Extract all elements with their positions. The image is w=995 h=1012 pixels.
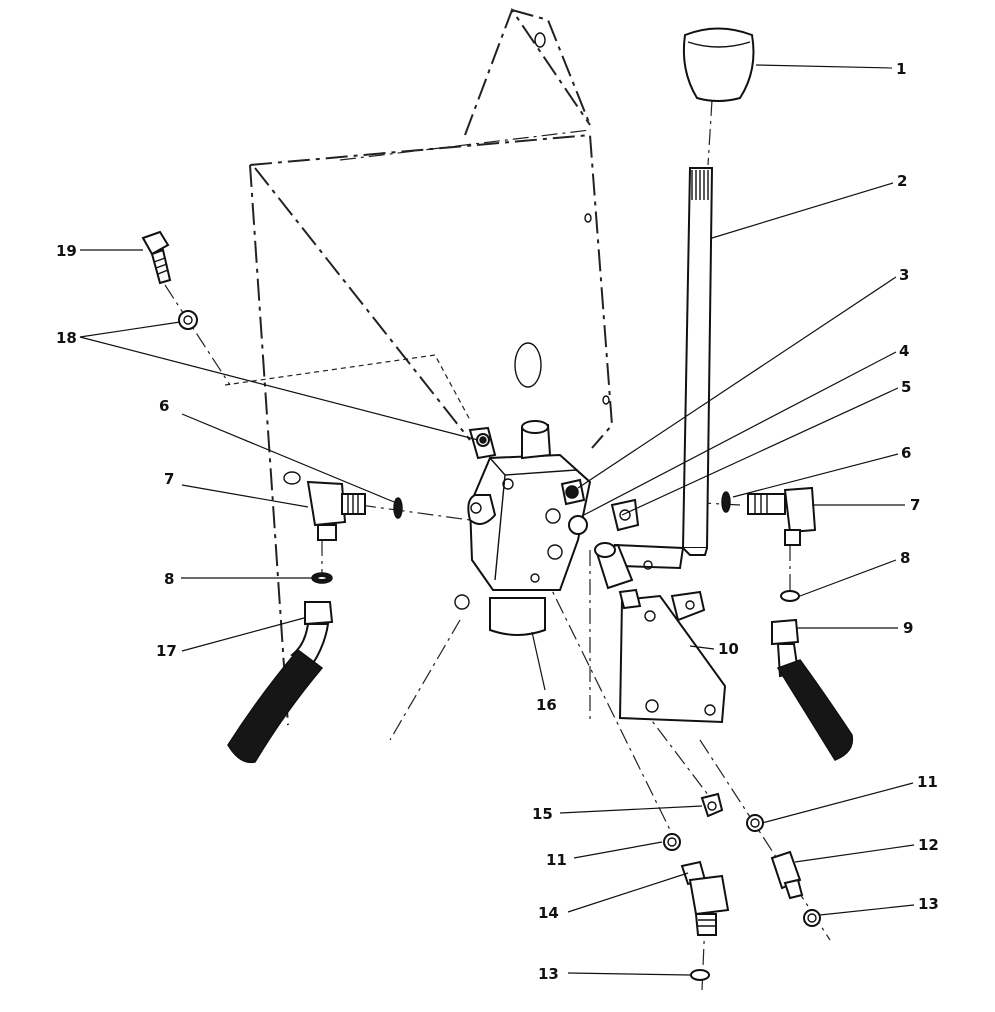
callout-4: 4 xyxy=(899,342,909,360)
callout-6-left: 6 xyxy=(159,397,169,415)
lower-fittings xyxy=(663,792,821,981)
callout-19: 19 xyxy=(56,242,77,260)
callout-2: 2 xyxy=(897,172,907,190)
callout-10: 10 xyxy=(718,640,739,658)
callout-11-right: 11 xyxy=(917,773,938,791)
callout-7-left: 7 xyxy=(164,470,174,488)
callout-17: 17 xyxy=(156,642,177,660)
callout-7-right: 7 xyxy=(910,496,920,514)
callout-6-right: 6 xyxy=(901,444,911,462)
callout-leaders xyxy=(79,64,915,976)
callout-15: 15 xyxy=(532,805,553,823)
callout-3: 3 xyxy=(899,266,909,284)
callout-12: 12 xyxy=(918,836,939,854)
callout-8-left: 8 xyxy=(164,570,174,588)
valve-body-part-16 xyxy=(467,420,592,636)
callout-11-left: 11 xyxy=(546,851,567,869)
callout-1: 1 xyxy=(896,60,906,78)
washer-part-18 xyxy=(178,310,198,330)
callout-8-right: 8 xyxy=(900,549,910,567)
right-fitting-assembly xyxy=(721,486,854,761)
mounting-plate-phantom xyxy=(249,7,614,726)
bracket-plate-part-10 xyxy=(618,588,727,724)
callout-18: 18 xyxy=(56,329,77,347)
callout-5: 5 xyxy=(901,378,911,396)
callout-13-right: 13 xyxy=(918,895,939,913)
callout-9: 9 xyxy=(903,619,913,637)
shift-lever-part-2 xyxy=(613,167,714,570)
knob-part-1 xyxy=(682,27,755,102)
clevis-pin-part-5 xyxy=(594,498,706,622)
bolt-part-19 xyxy=(141,230,172,285)
callout-16: 16 xyxy=(536,696,557,714)
left-fitting-assembly xyxy=(227,480,403,764)
callout-labels: 1 2 3 4 5 6 7 8 9 10 11 12 13 15 11 14 1… xyxy=(56,60,939,983)
callout-13-bottom: 13 xyxy=(538,965,559,983)
callout-14: 14 xyxy=(538,904,559,922)
